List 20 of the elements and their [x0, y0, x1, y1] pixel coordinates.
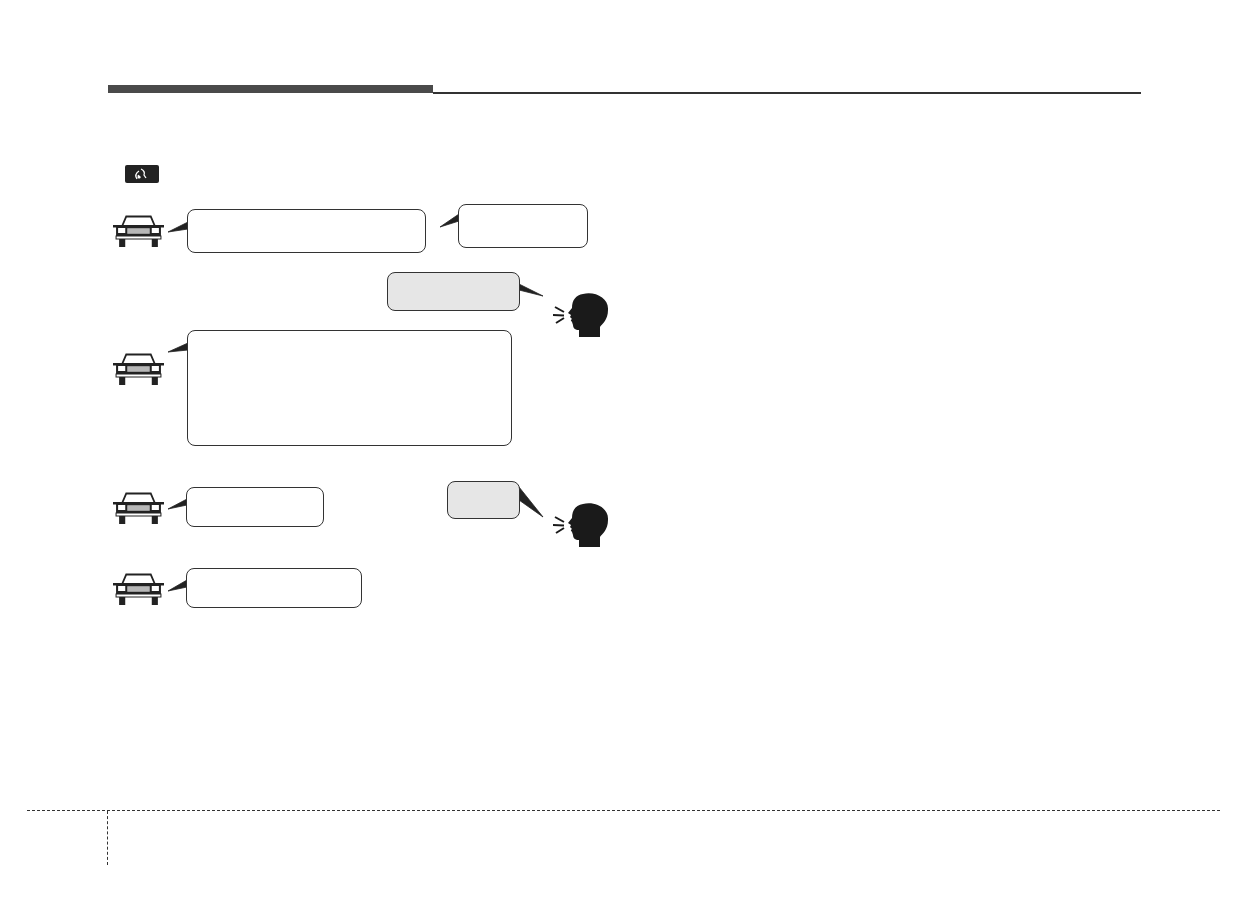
- bubble-tail: [518, 283, 544, 297]
- car-icon: [113, 353, 164, 385]
- speech-bubble: [187, 209, 426, 253]
- speaking-head-icon: [553, 292, 609, 337]
- bubble-tail: [167, 221, 189, 233]
- car-icon: [113, 492, 164, 524]
- car-icon: [113, 215, 164, 247]
- bubble-tail: [167, 498, 188, 510]
- speech-bubble: [187, 330, 512, 446]
- bubble-tail: [518, 486, 544, 518]
- bubble-tail: [167, 342, 189, 353]
- speech-bubble: [186, 487, 324, 527]
- speech-bubble: [387, 272, 520, 311]
- bubble-tail: [439, 213, 460, 228]
- speech-bubble: [186, 568, 362, 608]
- speech-bubble: [447, 481, 520, 519]
- bubble-tail: [167, 579, 188, 592]
- speech-bubble: [458, 204, 588, 248]
- car-icon: [113, 573, 164, 605]
- speaking-head-icon: [553, 502, 609, 547]
